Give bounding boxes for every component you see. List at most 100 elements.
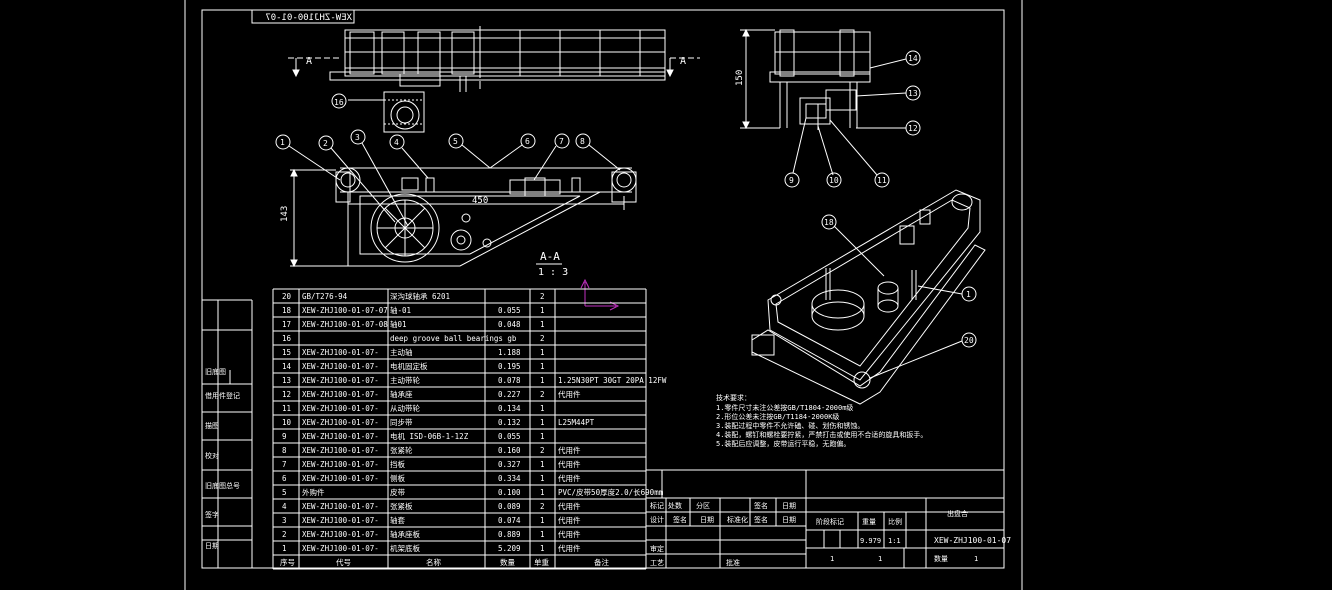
bom-row-mass: 0.089 <box>498 502 521 511</box>
side-margin-label: 旧底图 <box>205 367 226 376</box>
bom-row-remark: 代用件 <box>558 445 581 455</box>
bom-header-qty: 数量 <box>500 557 515 567</box>
bom-row-qty: 1 <box>540 474 545 483</box>
tb-label: 日期 <box>782 516 796 524</box>
tech-notes-title: 技术要求： <box>716 393 751 402</box>
bom-row-code: XEW-ZHJ100-01-07- <box>302 432 379 441</box>
bom-row-no: 4 <box>282 502 287 511</box>
bom-row-no: 2 <box>282 530 287 539</box>
side-margin-label: 描图 <box>205 421 219 430</box>
side-margin-label: 借用件登记 <box>205 391 240 400</box>
bom-row-no: 11 <box>282 404 291 413</box>
bom-row-name: 轴承座板 <box>390 529 420 539</box>
tb-label: 日期 <box>782 502 796 510</box>
balloon-18: 18 <box>824 218 834 227</box>
bom-row-no: 6 <box>282 474 287 483</box>
balloon-11: 11 <box>877 176 887 185</box>
bom-row-name: 挡板 <box>390 459 405 469</box>
bom-row-code: XEW-ZHJ100-01-07- <box>302 376 379 385</box>
bom-row-name: 张紧轮 <box>390 445 413 455</box>
tb-col-label: 重量 <box>862 518 876 526</box>
balloon-8: 8 <box>580 137 585 146</box>
tech-note-line: 4.装配，螺钉和螺栓要拧紧，严禁打击或使用不合适的旋具和扳手。 <box>716 430 927 439</box>
tb-col-label: 阶段标记 <box>816 517 844 526</box>
balloon-6: 6 <box>525 137 530 146</box>
tb-sheet-mid: 1 <box>878 555 882 563</box>
tech-note-line: 5.装配后应调整，皮带运行平稳，无跑偏。 <box>716 439 850 448</box>
bom-row-no: 15 <box>282 348 291 357</box>
cut-mark-right: A <box>680 56 686 67</box>
bom-row-code: GB/T276-94 <box>302 292 348 301</box>
bom-row-no: 20 <box>282 292 292 301</box>
tb-approve: 批准 <box>726 558 740 567</box>
bom-row-no: 16 <box>282 334 292 343</box>
dim-side-height: 150 <box>735 70 745 86</box>
balloon-2: 2 <box>323 139 328 148</box>
tb-review: 审定 <box>650 544 664 553</box>
bom-row-no: 12 <box>282 390 291 399</box>
bom-row-code: XEW-ZHJ100-01-07- <box>302 460 379 469</box>
balloon-10: 10 <box>829 176 839 185</box>
bom-row-qty: 1 <box>540 376 545 385</box>
bom-row-no: 3 <box>282 516 287 525</box>
bom-row-mass: 0.100 <box>498 488 521 497</box>
balloon-16: 16 <box>334 98 344 107</box>
bom-row-no: 1 <box>282 544 287 553</box>
bom-row-name: 轴承座 <box>390 389 413 399</box>
bom-row-mass: 0.327 <box>498 460 521 469</box>
tb-label: 日期 <box>700 516 714 524</box>
tb-label: 签名 <box>673 515 687 524</box>
balloon-3: 3 <box>355 133 360 142</box>
tb-weight: 9.979 <box>860 537 881 545</box>
bom-row-name: 深沟球轴承 6201 <box>390 291 450 301</box>
bom-row-no: 5 <box>282 488 287 497</box>
bom-row-name: 皮带 <box>390 487 405 497</box>
bom-row-mass: 5.209 <box>498 544 521 553</box>
balloon-1: 1 <box>280 138 285 147</box>
bom-row-name: 从动带轮 <box>390 403 420 413</box>
bom-row-code: XEW-ZHJ100-01-07-08 <box>302 320 388 329</box>
bom-row-qty: 1 <box>540 348 545 357</box>
balloon-13: 13 <box>908 89 918 98</box>
bom-row-qty: 2 <box>540 390 545 399</box>
bom-row-name: 轴01 <box>390 319 407 329</box>
bom-row-code: XEW-ZHJ100-01-07- <box>302 404 379 413</box>
bom-row-qty: 2 <box>540 292 545 301</box>
bom-row-code: XEW-ZHJ100-01-07- <box>302 474 379 483</box>
bom-row-name: 轴-01 <box>390 305 411 315</box>
balloon-12: 12 <box>908 124 918 133</box>
bom-row-no: 14 <box>282 362 292 371</box>
bom-row-code: XEW-ZHJ100-01-07- <box>302 516 379 525</box>
side-view <box>740 28 921 188</box>
bom-row-name: 电机固定板 <box>390 361 428 371</box>
bom-header-code: 代号 <box>336 557 351 567</box>
bom-row-remark: 1.25N30PT 30GT 20PA 12FW <box>558 376 667 385</box>
tb-sheet-total-label: 数量 <box>934 554 948 563</box>
bill-of-materials <box>272 288 647 570</box>
bom-header-no: 序号 <box>280 557 295 567</box>
bom-row-remark: 代用件 <box>558 543 581 553</box>
bom-row-qty: 1 <box>540 544 545 553</box>
tb-col-label: 比例 <box>888 517 902 526</box>
side-margin-label: 校对 <box>205 451 219 460</box>
bom-row-name: 侧板 <box>390 473 405 483</box>
bom-row-remark: 代用件 <box>558 473 581 483</box>
bom-row-qty: 2 <box>540 502 545 511</box>
bom-row-mass: 1.188 <box>498 348 521 357</box>
bom-row-name: 张紧板 <box>390 501 413 511</box>
bom-row-name: deep groove ball bearings gb <box>390 334 517 343</box>
bom-row-remark: 代用件 <box>558 389 581 399</box>
bom-row-name: 电机 ISD-06B-1-12Z <box>390 431 469 441</box>
tb-process: 工艺 <box>650 559 664 567</box>
bom-row-qty: 1 <box>540 432 545 441</box>
side-margin-table <box>202 299 253 568</box>
tb-sheet-total: 1 <box>974 555 978 563</box>
section-label: A-A <box>540 250 560 263</box>
title-block <box>645 469 1005 569</box>
balloon-14: 14 <box>908 54 918 63</box>
bom-row-qty: 1 <box>540 320 545 329</box>
cut-mark-left: A <box>306 56 312 67</box>
bom-row-qty: 2 <box>540 446 545 455</box>
tb-label: 设计 <box>650 515 664 524</box>
bom-row-mass: 0.078 <box>498 376 521 385</box>
